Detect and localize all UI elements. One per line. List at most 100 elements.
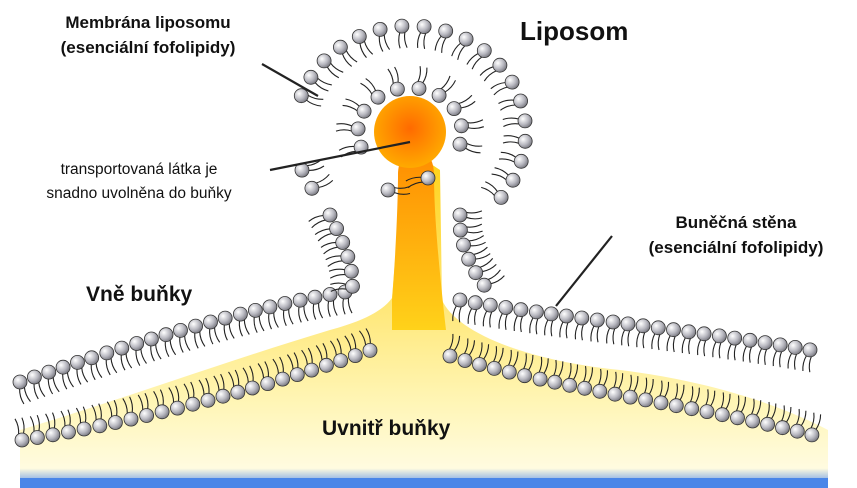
fatty-acid-tail-icon — [330, 288, 347, 292]
fatty-acid-tail-icon — [423, 32, 427, 50]
cell-wall-outer-lipid — [217, 310, 233, 326]
fatty-acid-tail-icon — [800, 410, 807, 427]
fatty-acid-tail-icon — [475, 253, 491, 260]
fatty-acid-tail-icon — [311, 219, 326, 229]
fatty-acid-tail-icon — [21, 417, 25, 434]
liposome-inner-lipid — [431, 88, 447, 103]
fatty-acid-tail-icon — [735, 395, 740, 412]
cell-wall-inner-lipid — [170, 400, 185, 416]
cell-wall-outer-lipid — [41, 364, 57, 380]
cell-wall-inner-lipid — [577, 380, 593, 396]
fatty-acid-tail-icon — [327, 260, 343, 267]
fatty-acid-tail-icon — [452, 305, 457, 322]
fatty-acid-tail-icon — [567, 363, 572, 380]
fatty-acid-tail-icon — [345, 49, 358, 63]
cell-wall-outer-lipid — [574, 310, 590, 326]
fatty-acid-tail-icon — [466, 52, 479, 65]
cell-wall-inner-lipid — [123, 411, 139, 427]
fatty-acid-tail-icon — [434, 35, 442, 51]
fatty-acid-tail-icon — [317, 232, 333, 242]
cell-wall-outer-lipid — [681, 324, 697, 340]
fatty-acid-tail-icon — [228, 371, 235, 388]
fatty-acid-tail-icon — [243, 319, 250, 335]
cell-wall-outer-lipid — [129, 336, 145, 351]
fatty-acid-tail-icon — [213, 327, 221, 343]
cell-wall-outer-lipid — [322, 287, 338, 302]
fatty-acid-tail-icon — [350, 333, 357, 350]
fatty-acid-tail-icon — [688, 337, 692, 355]
fatty-acid-tail-icon — [664, 381, 670, 398]
cell-wall-inner-lipid — [275, 371, 291, 387]
liposome-outer-lipid — [303, 69, 319, 85]
cell-wall-inner-lipid — [760, 416, 775, 432]
cell-wall-inner-lipid — [304, 362, 320, 378]
cell-wall-outer-lipid — [247, 302, 263, 318]
fatty-acid-tail-icon — [602, 370, 608, 387]
fatty-acid-tail-icon — [772, 350, 778, 367]
fatty-acid-tail-icon — [407, 181, 424, 189]
fatty-acid-tail-icon — [19, 388, 25, 405]
fatty-acid-tail-icon — [493, 86, 508, 96]
membrane-leader-line — [261, 63, 319, 97]
fatty-acid-tail-icon — [378, 35, 384, 52]
cell-wall-outer-lipid — [99, 345, 115, 361]
fatty-acid-tail-icon — [513, 315, 519, 332]
cell-wall-inner-lipid — [532, 371, 548, 387]
cell-wall-outer-lipid — [70, 354, 85, 370]
fatty-acid-tail-icon — [90, 364, 96, 381]
fatty-acid-tail-icon — [336, 338, 342, 355]
liposome-outer-lipid — [493, 189, 509, 205]
fatty-acid-tail-icon — [648, 378, 654, 395]
cell-wall-outer-lipid — [307, 289, 323, 305]
fatty-acid-tail-icon — [155, 343, 162, 360]
cell-wall-inner-lipid — [289, 367, 305, 383]
fatty-acid-tail-icon — [718, 341, 722, 359]
membrane-label-line2: (esenciální fofolipidy) — [60, 38, 236, 57]
fatty-acid-tail-icon — [325, 255, 342, 261]
fatty-acid-tail-icon — [612, 328, 616, 345]
fatty-acid-tail-icon — [487, 269, 501, 281]
fatty-acid-tail-icon — [473, 246, 488, 256]
cell-wall-inner-lipid — [562, 377, 578, 393]
cell-wall-outer-lipid — [292, 292, 308, 308]
fatty-acid-tail-icon — [110, 357, 118, 374]
cell-wall-inner-lipid — [775, 420, 790, 436]
fatty-acid-tail-icon — [627, 330, 631, 347]
fatty-acid-tail-icon — [466, 230, 483, 234]
fatty-acid-tail-icon — [45, 413, 51, 430]
neck-lipid — [322, 207, 338, 223]
fatty-acid-tail-icon — [498, 99, 515, 104]
fatty-acid-tail-icon — [183, 383, 190, 400]
fatty-acid-tail-icon — [581, 323, 585, 341]
cell-wall-outer-lipid — [635, 318, 651, 334]
cell-wall-outer-lipid — [559, 308, 574, 324]
cell-wall-outer-lipid — [55, 359, 71, 375]
cell-wall-outer-lipid — [666, 322, 681, 338]
fatty-acid-tail-icon — [105, 359, 111, 376]
fatty-acid-tail-icon — [33, 383, 39, 400]
fatty-acid-tail-icon — [766, 401, 770, 419]
fatty-acid-tail-icon — [342, 104, 358, 112]
fatty-acid-tail-icon — [223, 324, 228, 341]
fatty-acid-tail-icon — [315, 173, 330, 184]
liposome-outer-lipid — [351, 29, 367, 44]
neck-lipid — [420, 170, 436, 186]
fatty-acid-tail-icon — [398, 32, 401, 49]
liposome-outer-lipid — [505, 172, 521, 188]
fatty-acid-tail-icon — [62, 373, 68, 390]
liposome-inner-lipid — [389, 81, 405, 97]
fatty-acid-tail-icon — [460, 100, 476, 109]
fatty-acid-tail-icon — [764, 348, 768, 366]
cell-wall-outer-lipid — [232, 306, 248, 322]
fatty-acid-tail-icon — [457, 45, 466, 60]
fatty-acid-tail-icon — [184, 335, 191, 351]
cell-wall-inner-lipid — [347, 348, 363, 364]
cell-wall-inner-lipid — [30, 430, 45, 445]
fatty-acid-tail-icon — [483, 344, 490, 360]
fatty-acid-tail-icon — [405, 176, 422, 182]
fatty-acid-tail-icon — [467, 307, 473, 324]
cell-wall-outer-lipid — [727, 330, 743, 346]
fatty-acid-tail-icon — [504, 313, 508, 330]
fatty-acid-tail-icon — [305, 99, 322, 107]
